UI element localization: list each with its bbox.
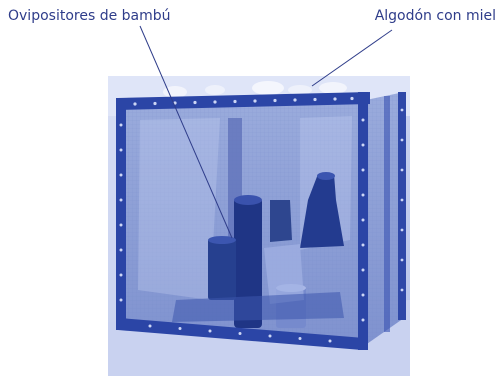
annotation-label-ovipositors: Ovipositores de bambú xyxy=(8,8,171,24)
annotation-pointers xyxy=(139,25,393,239)
cotton-with-honey xyxy=(163,81,347,98)
cage-frame xyxy=(116,92,404,350)
annotation-label-cotton-honey: Algodón con miel xyxy=(374,8,496,24)
cage-side-panel xyxy=(364,92,406,346)
bamboo-ovipositors xyxy=(172,118,344,328)
pointer-line-ovipositors xyxy=(139,25,233,239)
pointer-line-cotton-honey xyxy=(311,29,393,87)
